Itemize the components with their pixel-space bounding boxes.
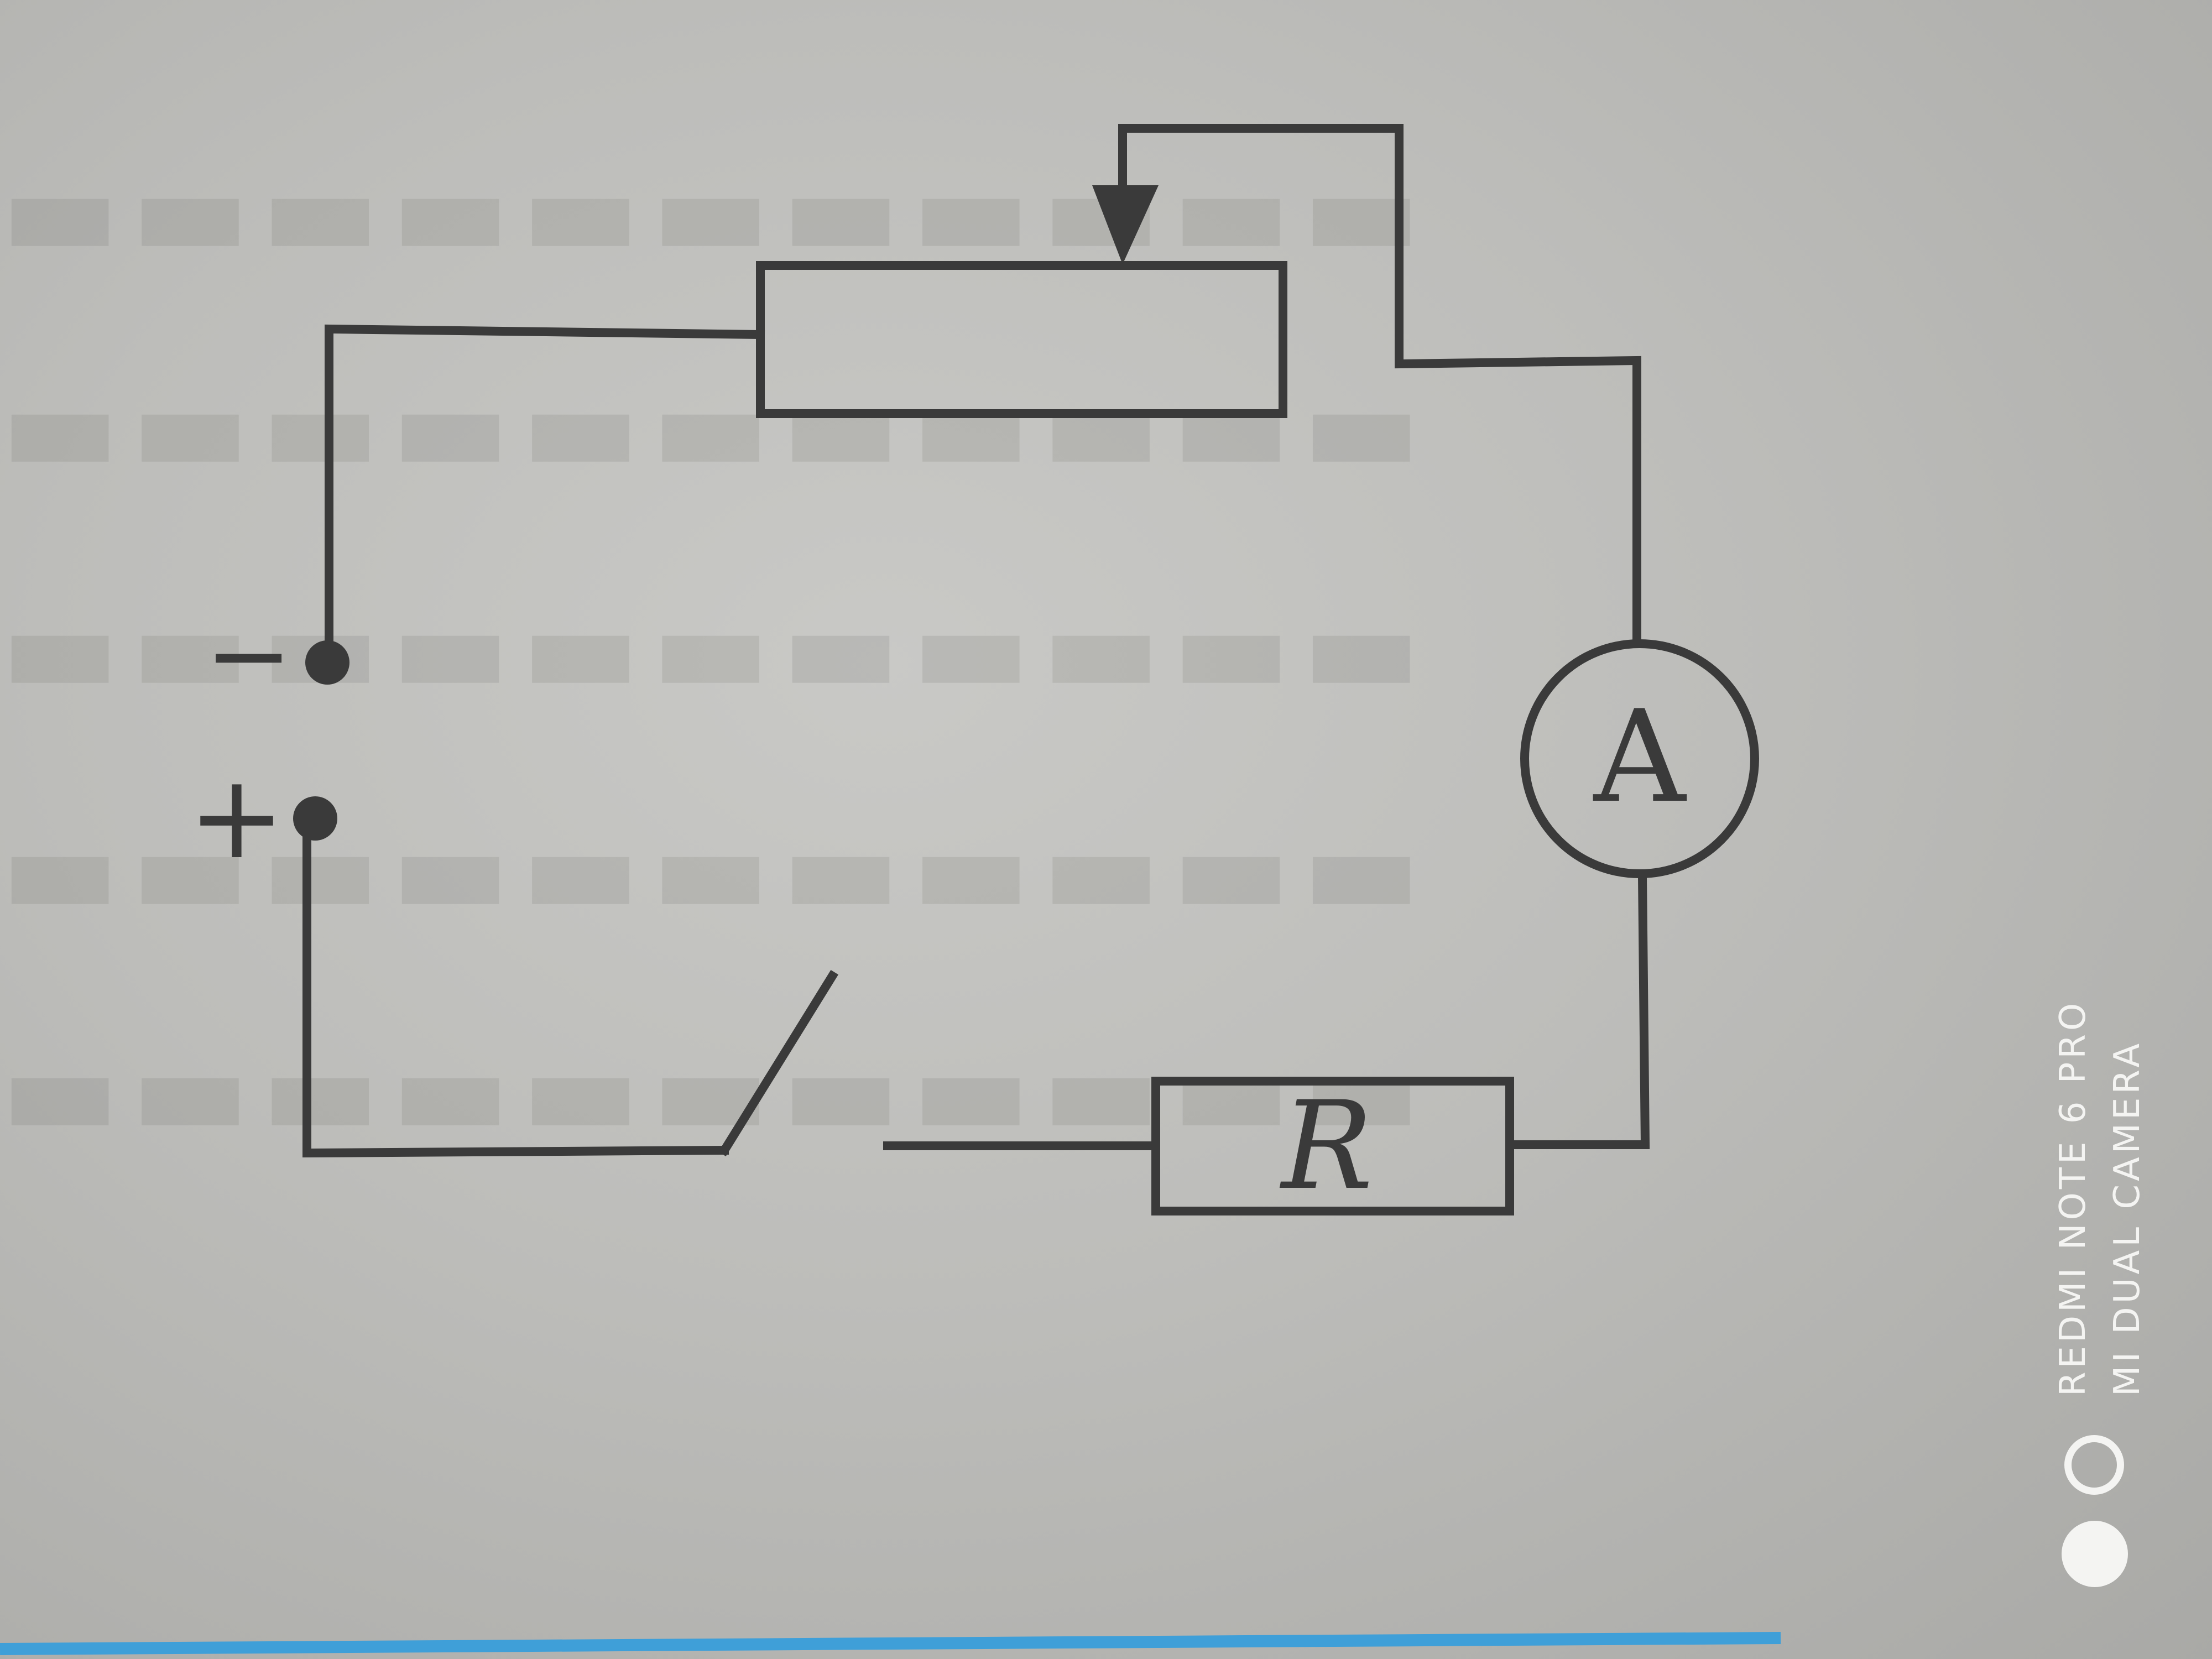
ammeter-label: A xyxy=(1593,684,1687,831)
wire-switch-to-positive xyxy=(302,817,729,1158)
bottom-rule xyxy=(0,1632,1781,1655)
rheostat-slider-wire xyxy=(1118,124,1641,646)
watermark-dot-icon xyxy=(2062,1521,2128,1587)
watermark-ring-icon xyxy=(2064,1435,2124,1495)
rheostat-body xyxy=(756,261,1287,418)
watermark-line-1: REDMI NOTE 6 PRO xyxy=(2053,999,2094,1396)
bleed-through-text: ▬▬▬▬▬▬▬▬▬▬▬ xyxy=(0,354,1432,502)
bleed-through-text: ▬▬▬▬▬▬▬▬▬▬▬ xyxy=(0,575,1432,723)
bleed-through-text: ▬▬▬▬▬▬▬▬▬▬▬ xyxy=(0,796,1432,944)
negative-terminal xyxy=(305,640,349,685)
watermark-line-2: MI DUAL CAMERA xyxy=(2107,1040,2148,1396)
positive-terminal xyxy=(293,796,337,841)
wire-ammeter-to-resistor xyxy=(1508,872,1650,1149)
wire-negative-to-rheostat xyxy=(325,324,765,665)
bleed-through-text: ▬▬▬▬▬▬▬▬▬▬▬ xyxy=(0,1018,1432,1165)
positive-terminal-sign: + xyxy=(188,749,285,885)
negative-terminal-sign: − xyxy=(205,594,293,716)
resistor-label: R xyxy=(1279,1075,1373,1217)
rheostat-slider-arrow xyxy=(1092,185,1159,264)
switch-blade xyxy=(718,969,839,1157)
